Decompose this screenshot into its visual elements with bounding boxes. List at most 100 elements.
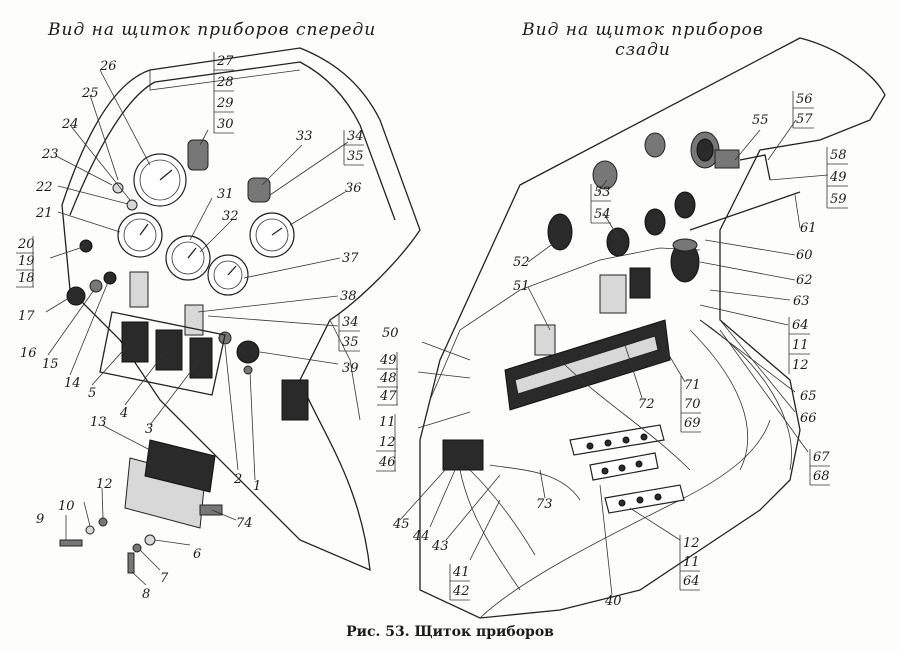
bolt-8 — [127, 552, 135, 574]
gauge-36 — [249, 212, 295, 258]
rear-panel-drawing — [399, 37, 886, 619]
label-34-mid: 34 — [342, 315, 359, 330]
label-70: 70 — [684, 397, 701, 412]
label-64-bottom: 64 — [683, 574, 700, 589]
gauge-37 — [207, 254, 249, 296]
terminal-strip-top — [569, 424, 665, 456]
gauge-21 — [117, 212, 163, 258]
label-11-bottom: 11 — [683, 555, 700, 570]
fuse-strip-72 — [504, 319, 671, 411]
label-23: 23 — [41, 147, 59, 162]
front-panel-drawing — [45, 47, 421, 586]
switch-15 — [89, 279, 103, 293]
lamp-22 — [126, 199, 138, 211]
label-16: 16 — [20, 346, 37, 361]
label-13: 13 — [90, 415, 107, 430]
label-9: 9 — [36, 512, 44, 527]
label-44: 44 — [412, 529, 430, 544]
label-56: 56 — [796, 92, 813, 107]
label-53: 53 — [594, 185, 611, 200]
label-17: 17 — [18, 309, 35, 324]
washer-10 — [85, 525, 95, 535]
label-72: 72 — [638, 397, 655, 412]
label-58: 58 — [830, 148, 847, 163]
label-38: 38 — [340, 289, 357, 304]
label-33: 33 — [296, 129, 313, 144]
label-49: 49 — [379, 353, 397, 368]
label-47: 47 — [379, 389, 397, 404]
terminal-strip-mid — [589, 452, 659, 481]
label-46: 46 — [378, 455, 396, 470]
label-43: 43 — [431, 539, 449, 554]
label-51: 51 — [513, 279, 530, 294]
label-49-right: 49 — [829, 170, 847, 185]
label-6: 6 — [193, 547, 201, 562]
switch-14 — [103, 271, 117, 285]
label-24: 24 — [61, 117, 79, 132]
rear-gauge-center — [606, 191, 696, 257]
label-15: 15 — [42, 357, 59, 372]
label-35-top: 35 — [347, 149, 364, 164]
label-30: 30 — [217, 117, 234, 132]
terminal-strip-bottom — [604, 484, 685, 514]
rear-view-heading-line1: Вид на щиток приборов — [522, 20, 764, 40]
label-36: 36 — [345, 181, 362, 196]
label-31: 31 — [217, 187, 234, 202]
relay-left — [599, 274, 627, 314]
label-37: 37 — [342, 251, 359, 266]
label-4: 4 — [119, 406, 128, 421]
connector-45 — [442, 439, 484, 471]
label-66: 66 — [800, 411, 817, 426]
label-20: 20 — [17, 237, 35, 252]
label-10: 10 — [58, 499, 75, 514]
buzzer-62 — [670, 238, 700, 283]
label-57: 57 — [796, 112, 813, 127]
washer-12 — [98, 517, 108, 527]
rear-view-heading-line2: сзади — [615, 40, 671, 60]
label-5: 5 — [88, 386, 96, 401]
label-34-top: 34 — [347, 129, 364, 144]
label-12-right: 12 — [792, 358, 809, 373]
label-74: 74 — [236, 516, 253, 531]
label-42: 42 — [452, 584, 470, 599]
rear-gauge-mid — [644, 132, 666, 158]
label-52: 52 — [513, 255, 530, 270]
front-view-heading: Вид на щиток приборов спереди — [48, 20, 377, 40]
label-26: 26 — [99, 59, 117, 74]
relay-right — [629, 267, 651, 299]
label-18: 18 — [18, 271, 35, 286]
label-67: 67 — [813, 450, 830, 465]
figure-caption: Рис. 53. Щиток приборов — [346, 624, 554, 640]
label-50: 50 — [382, 326, 399, 341]
knob-39 — [236, 340, 260, 364]
label-61: 61 — [800, 221, 817, 236]
label-71: 71 — [684, 378, 701, 393]
label-21: 21 — [35, 206, 53, 221]
label-69: 69 — [684, 416, 701, 431]
knob-16 — [66, 286, 86, 306]
screw-9 — [59, 539, 83, 547]
label-39: 39 — [342, 361, 359, 376]
label-60: 60 — [796, 248, 813, 263]
label-63: 63 — [793, 294, 810, 309]
label-68: 68 — [813, 469, 830, 484]
bracket-left — [129, 271, 149, 308]
label-29: 29 — [216, 96, 234, 111]
label-62: 62 — [796, 273, 813, 288]
gauge-26 — [133, 153, 187, 207]
socket-51 — [534, 324, 556, 356]
rear-gauge-53 — [592, 160, 618, 190]
label-40: 40 — [604, 594, 622, 609]
label-64: 64 — [792, 318, 809, 333]
label-2: 2 — [233, 472, 242, 487]
washer-7 — [132, 543, 142, 553]
nut-6 — [144, 534, 156, 546]
label-73: 73 — [536, 497, 553, 512]
switch-block-3-4-5 — [99, 311, 226, 396]
label-14: 14 — [64, 376, 81, 391]
rear-view-heading: Вид на щиток приборов сзади — [508, 20, 778, 60]
label-35-mid: 35 — [342, 335, 359, 350]
label-45: 45 — [392, 517, 410, 532]
label-27: 27 — [216, 54, 234, 69]
label-54: 54 — [594, 207, 611, 222]
